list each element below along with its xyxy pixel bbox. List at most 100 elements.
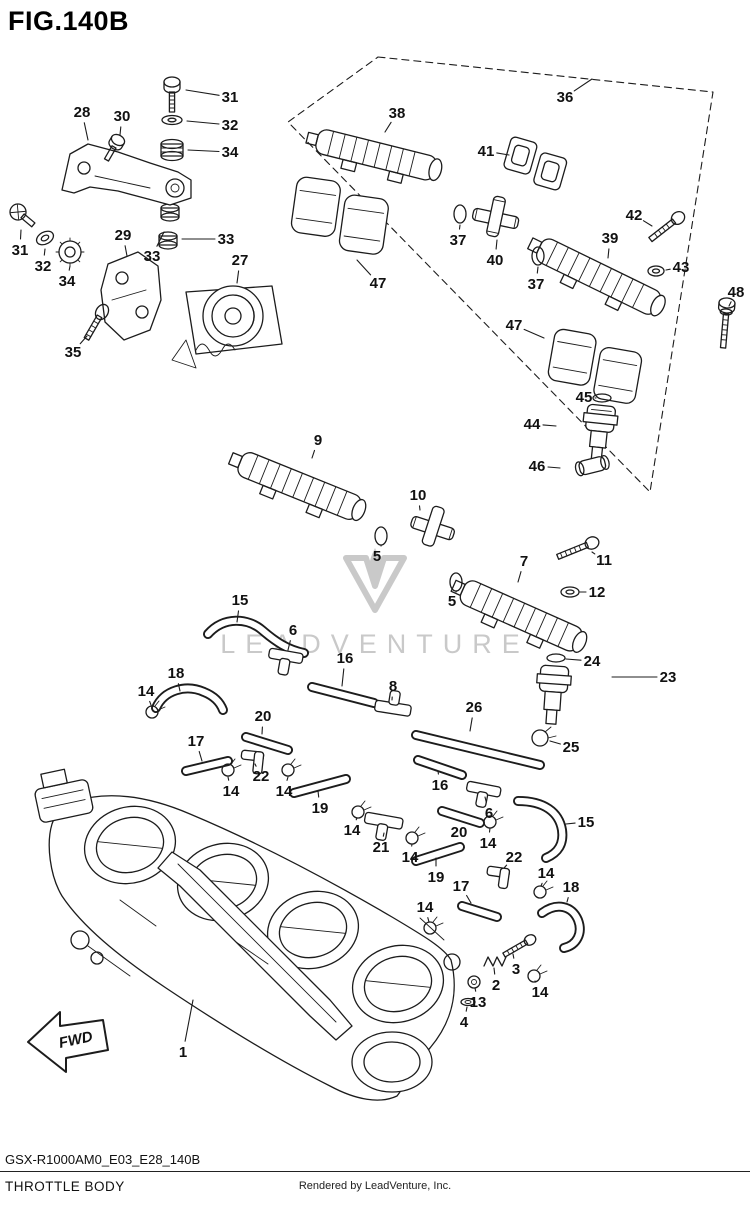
- part-callout-16[interactable]: 16: [432, 777, 449, 794]
- part-callout-8[interactable]: 8: [389, 678, 397, 695]
- diagram-title: THROTTLE BODY: [5, 1179, 125, 1194]
- part-callout-14[interactable]: 14: [276, 783, 293, 800]
- part-callout-38[interactable]: 38: [389, 105, 406, 122]
- o-ring-37-a: [453, 204, 467, 224]
- part-callout-14[interactable]: 14: [538, 865, 555, 882]
- leader-line-48: [728, 301, 732, 307]
- part-callout-15[interactable]: 15: [578, 814, 595, 831]
- part-callout-20[interactable]: 20: [451, 824, 468, 841]
- o-ring-24: [546, 653, 566, 663]
- clamp-14: [533, 880, 554, 899]
- elbow-22-a: [240, 749, 265, 775]
- part-callout-41[interactable]: 41: [478, 143, 495, 160]
- t-joint-40: [471, 195, 520, 238]
- part-callout-34[interactable]: 34: [222, 144, 239, 161]
- part-callout-5[interactable]: 5: [448, 593, 456, 610]
- part-callout-37[interactable]: 37: [528, 276, 545, 293]
- part-callout-15[interactable]: 15: [232, 592, 249, 609]
- part-callout-14[interactable]: 14: [223, 783, 240, 800]
- part-callout-47[interactable]: 47: [370, 275, 387, 292]
- part-callout-37[interactable]: 37: [450, 232, 467, 249]
- part-callout-47[interactable]: 47: [506, 317, 523, 334]
- part-callout-32[interactable]: 32: [222, 117, 239, 134]
- part-callout-42[interactable]: 42: [626, 207, 643, 224]
- part-callout-17[interactable]: 17: [453, 878, 470, 895]
- part-callout-14[interactable]: 14: [402, 849, 419, 866]
- part-callout-14[interactable]: 14: [532, 984, 549, 1001]
- part-callout-34[interactable]: 34: [59, 273, 76, 290]
- part-callout-40[interactable]: 40: [487, 252, 504, 269]
- part-callout-18[interactable]: 18: [563, 879, 580, 896]
- leader-line-34: [187, 149, 220, 153]
- part-callout-28[interactable]: 28: [74, 104, 91, 121]
- part-callout-26[interactable]: 26: [466, 699, 483, 716]
- leader-line-32: [186, 120, 220, 125]
- left-fasteners: [9, 203, 110, 341]
- mounting-hardware-column: [158, 76, 184, 250]
- part-callout-11[interactable]: 11: [596, 552, 612, 569]
- part-callout-14[interactable]: 14: [138, 683, 155, 700]
- part-callout-25[interactable]: 25: [563, 739, 580, 756]
- elbow-22-b: [486, 865, 511, 890]
- t-joint-6-b: [465, 780, 502, 808]
- part-callout-33[interactable]: 33: [144, 248, 161, 265]
- part-callout-9[interactable]: 9: [314, 432, 322, 449]
- bracket-28: [61, 143, 192, 206]
- leader-line-35: [79, 335, 88, 345]
- part-callout-14[interactable]: 14: [480, 835, 497, 852]
- part-callout-12[interactable]: 12: [589, 584, 606, 601]
- part-callout-19[interactable]: 19: [312, 800, 329, 817]
- part-callout-44[interactable]: 44: [524, 416, 541, 433]
- part-callout-35[interactable]: 35: [65, 344, 82, 361]
- part-callout-31[interactable]: 31: [222, 89, 239, 106]
- part-callout-31[interactable]: 31: [12, 242, 29, 259]
- part-callout-39[interactable]: 39: [602, 230, 619, 247]
- part-callout-32[interactable]: 32: [35, 258, 52, 275]
- part-callout-1[interactable]: 1: [179, 1044, 187, 1061]
- leader-line-14: [286, 776, 289, 781]
- o-ring-37-b: [531, 246, 545, 266]
- injector-44: [574, 393, 619, 477]
- part-callout-23[interactable]: 23: [660, 669, 677, 686]
- part-callout-13[interactable]: 13: [470, 994, 487, 1011]
- part-callout-45[interactable]: 45: [576, 389, 593, 406]
- part-callout-3[interactable]: 3: [512, 961, 520, 978]
- part-callout-21[interactable]: 21: [373, 839, 390, 856]
- part-callout-46[interactable]: 46: [529, 458, 546, 475]
- part-callout-27[interactable]: 27: [232, 252, 249, 269]
- part-callout-2[interactable]: 2: [492, 977, 500, 994]
- leader-line-15: [565, 822, 576, 825]
- part-callout-10[interactable]: 10: [410, 487, 427, 504]
- washer-32-top: [161, 114, 183, 126]
- part-callout-4[interactable]: 4: [460, 1014, 469, 1031]
- part-callout-7[interactable]: 7: [520, 553, 528, 570]
- t-joint-21: [363, 811, 404, 841]
- clamp-14: [281, 758, 302, 777]
- injector-cover-47-a: [290, 176, 389, 255]
- leader-line-17: [198, 750, 203, 762]
- part-callout-18[interactable]: 18: [168, 665, 185, 682]
- part-callout-6[interactable]: 6: [289, 622, 297, 639]
- leader-line-24: [565, 658, 582, 661]
- part-callout-36[interactable]: 36: [557, 89, 574, 106]
- part-callout-20[interactable]: 20: [255, 708, 272, 725]
- part-callout-29[interactable]: 29: [115, 227, 132, 244]
- part-callout-17[interactable]: 17: [188, 733, 205, 750]
- part-callout-22[interactable]: 22: [253, 768, 270, 785]
- middle-fuel-rails: [227, 452, 600, 747]
- part-callout-48[interactable]: 48: [728, 284, 745, 301]
- part-callout-22[interactable]: 22: [506, 849, 523, 866]
- part-callout-5[interactable]: 5: [373, 548, 381, 565]
- leader-line-30: [119, 126, 122, 136]
- part-callout-30[interactable]: 30: [114, 108, 131, 125]
- part-callout-24[interactable]: 24: [584, 653, 601, 670]
- part-callout-43[interactable]: 43: [673, 259, 690, 276]
- part-callout-14[interactable]: 14: [344, 822, 361, 839]
- part-callout-14[interactable]: 14: [417, 899, 434, 916]
- leader-line-4: [465, 1006, 468, 1012]
- part-callout-16[interactable]: 16: [337, 650, 354, 667]
- part-callout-6[interactable]: 6: [485, 805, 493, 822]
- part-callout-19[interactable]: 19: [428, 869, 445, 886]
- part-callout-33[interactable]: 33: [218, 231, 235, 248]
- body-sensor: [34, 768, 94, 823]
